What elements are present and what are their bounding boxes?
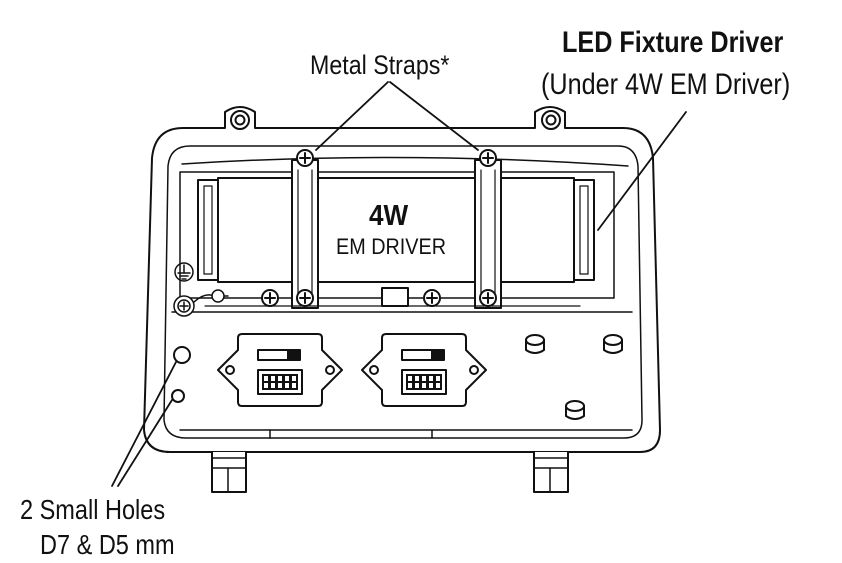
leader-lines	[111, 81, 687, 487]
fixture-driver-left-tab	[197, 179, 219, 281]
ground-screw	[173, 295, 195, 317]
metal-straps-label: Metal Straps*	[310, 50, 450, 80]
leader-hole-d5	[117, 399, 173, 487]
connector-module-right	[361, 333, 487, 407]
housing-upper-lip	[181, 156, 629, 167]
leader-hole-d7	[111, 361, 177, 487]
driver-name-label: EM DRIVER	[336, 234, 447, 259]
fixture-driver-right-tab	[573, 179, 595, 281]
strap-screw-bottom-right	[479, 289, 497, 307]
housing-inner-rim	[163, 145, 643, 439]
strap-screw-bottom-left	[296, 289, 314, 307]
hole-dimensions-label: D7 & D5 mm	[40, 529, 175, 560]
metal-strap-right	[474, 159, 502, 309]
housing-outer	[143, 106, 661, 453]
strap-screw-top-left	[296, 149, 314, 167]
em-driver-box	[217, 177, 575, 283]
small-hole-d5	[171, 389, 185, 403]
ground-symbol-icon	[174, 262, 194, 282]
mount-screw-right	[423, 289, 441, 307]
strap-screw-top-right	[479, 149, 497, 167]
leader-fixture-driver	[597, 111, 687, 231]
metal-strap-left	[291, 159, 319, 309]
driver-wattage-label: 4W	[369, 200, 409, 232]
boss-post-2	[603, 334, 623, 354]
small-hole-d7	[173, 346, 191, 364]
mount-screw-left	[261, 289, 279, 307]
hinge-tab-left	[211, 451, 247, 493]
boss-post-3	[565, 400, 585, 420]
small-holes-label: 2 Small Holes	[20, 494, 166, 525]
under-em-driver-label: (Under 4W EM Driver)	[541, 68, 791, 101]
top-right-mount-hole	[541, 110, 561, 130]
boss-post-1	[525, 334, 545, 354]
fixture-driver-label: LED Fixture Driver	[562, 26, 784, 59]
center-bracket	[381, 287, 409, 307]
top-left-mount-hole	[230, 110, 250, 130]
connector-module-left	[217, 333, 343, 407]
leader-straps-right	[389, 81, 479, 151]
hinge-tab-right	[533, 451, 569, 493]
leader-straps-left	[315, 81, 389, 151]
